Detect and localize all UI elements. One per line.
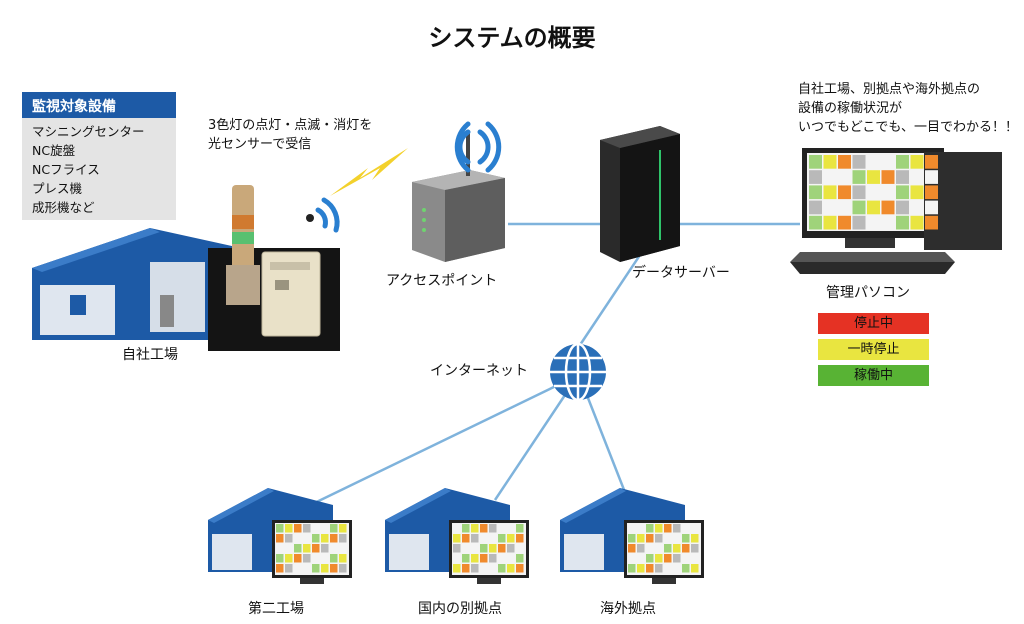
equipment-item: プレス機 — [32, 181, 83, 196]
legend-paused: 一時停止 — [818, 339, 929, 360]
internet-overseas-line — [586, 397, 630, 501]
access-point-label: アクセスポイント — [386, 273, 498, 289]
sensor-note: 3色灯の点灯・点滅・消灯を 光センサーで受信 — [208, 116, 372, 154]
pc-note: 自社工場、別拠点や海外拠点の 設備の稼働状況が いつでもどこでも、一目でわかる！… — [798, 80, 1018, 137]
overseas-site-label: 海外拠点 — [600, 601, 656, 617]
equipment-heading: 監視対象設備 — [22, 92, 176, 118]
data-server — [600, 126, 680, 262]
antenna-signal-icon — [454, 121, 502, 173]
internet-label: インターネット — [430, 363, 528, 379]
internet-factory2-line — [299, 383, 559, 512]
equipment-item: NCフライス — [32, 162, 100, 177]
access-point-device — [412, 132, 505, 262]
equipment-item: 成形機など — [32, 200, 95, 215]
lightning-icon — [330, 148, 408, 196]
wifi-signal-icon — [306, 197, 340, 233]
sensor-note-line: 3色灯の点灯・点滅・消灯を — [208, 118, 373, 133]
internet-domestic-line — [493, 394, 567, 501]
connection-lines — [299, 222, 800, 512]
server-internet-line — [578, 254, 642, 346]
own-factory-label: 自社工場 — [122, 347, 178, 363]
equipment-list: マシニングセンター NC旋盤 NCフライス プレス機 成形機など — [22, 122, 176, 217]
equipment-item: NC旋盤 — [32, 143, 76, 158]
sensor-note-line: 光センサーで受信 — [208, 137, 312, 152]
legend-running: 稼働中 — [818, 365, 929, 386]
sensor-device — [208, 185, 340, 351]
equipment-item: マシニングセンター — [32, 124, 145, 139]
data-server-label: データサーバー — [632, 265, 730, 281]
equipment-box: 監視対象設備 マシニングセンター NC旋盤 NCフライス プレス機 成形機など — [22, 92, 176, 220]
management-pc-label: 管理パソコン — [826, 285, 910, 301]
pc-note-line: 自社工場、別拠点や海外拠点の — [798, 82, 981, 97]
legend-stopped: 停止中 — [818, 313, 929, 334]
pc-note-line: いつでもどこでも、一目でわかる！！ — [798, 120, 1018, 135]
status-grid — [809, 155, 938, 230]
domestic-site-label: 国内の別拠点 — [418, 601, 502, 617]
factory2-label: 第二工場 — [248, 601, 304, 617]
remote-sites — [208, 488, 704, 584]
page-title: システムの概要 — [428, 24, 596, 52]
pc-note-line: 設備の稼働状況が — [798, 101, 903, 116]
own-factory-building — [32, 228, 250, 340]
internet-globe-icon — [550, 342, 606, 402]
